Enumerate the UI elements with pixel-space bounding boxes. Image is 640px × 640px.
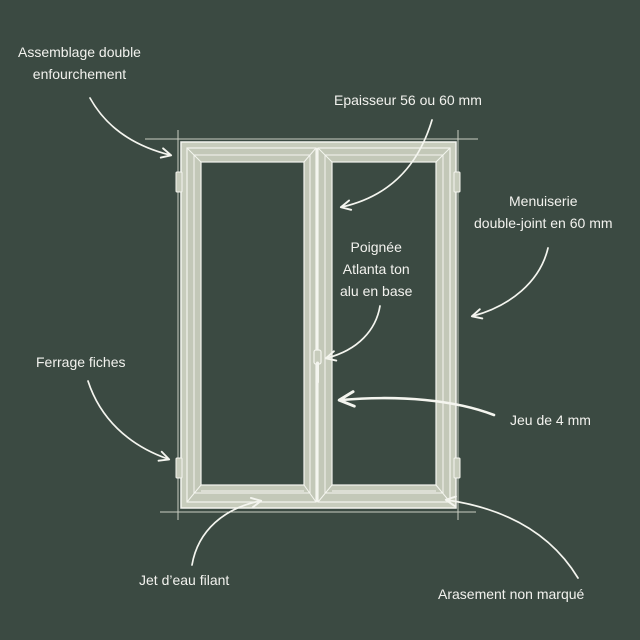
curved-arrow-icon [87, 97, 579, 579]
arrow-jeu [337, 390, 496, 417]
label-ferrage: Ferrage fiches [36, 351, 125, 373]
left-sash-inner [193, 154, 311, 494]
arrow-assemblage [89, 97, 173, 159]
label-assemblage: Assemblage double enfourchement [18, 41, 141, 85]
arrow-epaisseur [339, 119, 433, 211]
label-poignee-line1: Poignée [350, 239, 402, 255]
right-glass [331, 161, 437, 486]
label-epaisseur: Epaisseur 56 ou 60 mm [334, 89, 482, 111]
label-menuiserie: Menuiserie double-joint en 60 mm [474, 190, 613, 234]
label-poignee-line3: alu en base [340, 283, 413, 299]
hinge-icon [175, 171, 461, 479]
window-frame [180, 141, 457, 509]
arrow-poignee [324, 305, 381, 362]
label-assemblage-line1: Assemblage double [18, 44, 141, 60]
arrow-ferrage [87, 380, 171, 462]
label-ferrage-line1: Ferrage fiches [36, 354, 126, 370]
left-glass [200, 161, 305, 486]
label-jeu: Jeu de 4 mm [510, 409, 591, 431]
label-arasement-line1: Arasement non marqué [438, 586, 585, 602]
label-menuiserie-line1: Menuiserie [509, 193, 578, 209]
label-jeu-line1: Jeu de 4 mm [510, 412, 591, 428]
window-handle-icon [313, 349, 322, 384]
arrow-arasement [444, 495, 579, 579]
arrow-jet-eau [191, 497, 263, 566]
label-menuiserie-line2: double-joint en 60 mm [474, 215, 613, 231]
label-poignee-line2: Atlanta ton [342, 261, 410, 277]
right-sash-inner [324, 154, 444, 494]
label-assemblage-line2: enfourchement [32, 66, 127, 82]
arrow-menuiserie [470, 247, 549, 320]
label-jet-eau: Jet d’eau filant [139, 569, 229, 591]
label-epaisseur-line1: Epaisseur 56 ou 60 mm [334, 92, 482, 108]
label-jet-eau-line1: Jet d’eau filant [139, 572, 230, 588]
label-arasement: Arasement non marqué [438, 583, 584, 605]
construction-lines [145, 130, 478, 520]
label-poignee: Poignée Atlanta ton alu en base [340, 236, 412, 302]
